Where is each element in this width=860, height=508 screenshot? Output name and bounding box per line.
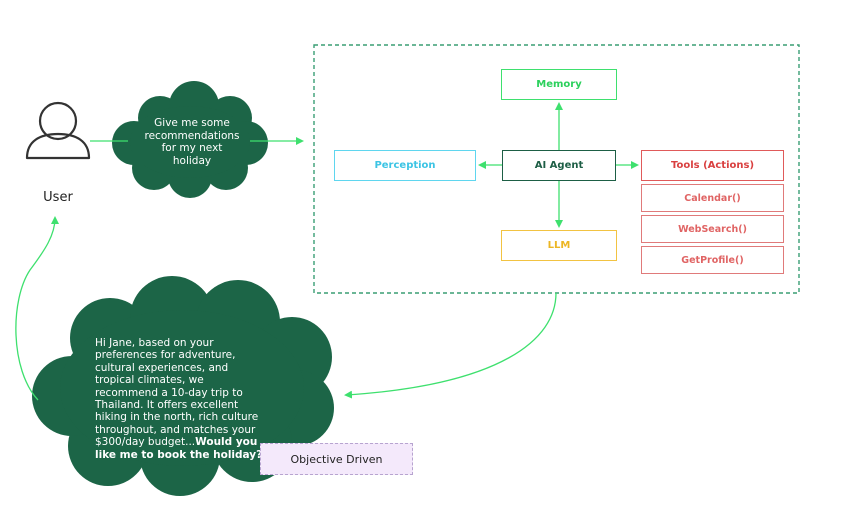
system-to-response-arrow: [344, 292, 557, 399]
connector-arrows: [15, 102, 639, 401]
tool-calendar-box: Calendar(): [641, 184, 784, 212]
user-label: User: [43, 190, 73, 205]
tool-getprofile-box: GetProfile(): [641, 246, 784, 274]
response-body: Hi Jane, based on your preferences for a…: [95, 337, 259, 449]
response-to-user-arrow: [15, 216, 59, 401]
perception-box: Perception: [334, 150, 476, 181]
objective-driven-label: Objective Driven: [260, 443, 413, 475]
user-icon: [25, 101, 91, 160]
response-question: Would you like me to book the holiday?: [95, 436, 263, 461]
request-text: Give me some recommendations for my next…: [144, 117, 240, 167]
request-cloud: [112, 81, 268, 198]
response-cloud: [32, 276, 334, 496]
tool-websearch-box: WebSearch(): [641, 215, 784, 243]
response-text: Hi Jane, based on your preferences for a…: [95, 337, 263, 461]
ai-agent-box: AI Agent: [502, 150, 616, 181]
tools-box: Tools (Actions): [641, 150, 784, 181]
llm-box: LLM: [501, 230, 617, 261]
memory-box: Memory: [501, 69, 617, 100]
